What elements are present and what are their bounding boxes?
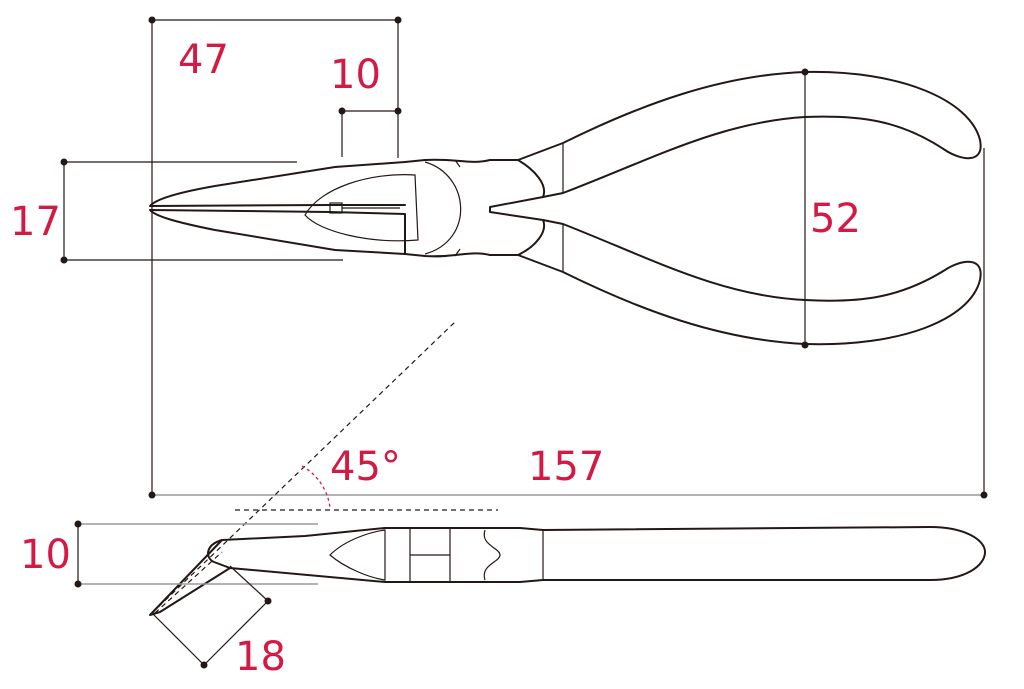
- pivot-slot-bottom: [454, 248, 461, 257]
- dim-17-label: 17: [10, 199, 61, 245]
- dim-47-dot-right: [394, 16, 402, 24]
- dim-47-label: 47: [178, 37, 229, 83]
- dim-side-10-dot-top: [74, 520, 82, 528]
- lower-handle: [517, 219, 982, 346]
- dim-17-dot-bottom: [60, 256, 68, 264]
- side-jaw-groove: [329, 529, 386, 581]
- dim-18-line: [203, 600, 269, 666]
- pivot-inner: [424, 161, 462, 255]
- dimension-labels: 47 10 17 52 45° 157 10 18: [10, 37, 861, 680]
- dim-47-dot-left: [148, 16, 156, 24]
- angle-label: 45°: [330, 444, 401, 490]
- dim-157-dot-right: [980, 491, 988, 499]
- dim-18-ext-a: [151, 612, 205, 666]
- dim-18-dot-b: [264, 597, 272, 605]
- dim-52-label: 52: [810, 196, 861, 242]
- upper-jaw: [149, 161, 406, 207]
- side-body: [207, 527, 544, 583]
- dim-18-label: 18: [235, 634, 286, 680]
- dim-17-dot-top: [60, 158, 68, 166]
- top-view: [149, 70, 982, 346]
- dim-side-10-dot-bottom: [74, 580, 82, 588]
- dim-157-dot-left: [148, 491, 156, 499]
- bent-tip-center: [154, 551, 223, 614]
- bent-tip: [149, 539, 231, 616]
- jaw-groove: [304, 174, 419, 242]
- dim-side-10-label: 10: [20, 532, 71, 578]
- lower-jaw: [149, 209, 406, 255]
- dimension-lines: [60, 16, 988, 669]
- upper-handle: [517, 70, 982, 198]
- pivot-joint: [404, 158, 546, 258]
- dim-52-dot-bottom: [801, 341, 809, 349]
- dim-10-dot-left: [338, 107, 346, 115]
- side-joint-curve: [483, 529, 501, 581]
- side-handle: [542, 526, 986, 581]
- dim-52-dot-top: [801, 68, 809, 76]
- dim-157-label: 157: [528, 444, 604, 490]
- dim-10-dot-right: [394, 107, 402, 115]
- angle-arc: [301, 465, 331, 509]
- dim-18-ext-b: [229, 565, 269, 602]
- dim-18-dot-a: [200, 661, 208, 669]
- side-view: [149, 526, 986, 616]
- dim-10-label: 10: [330, 52, 381, 98]
- pivot-slot-top: [454, 159, 461, 168]
